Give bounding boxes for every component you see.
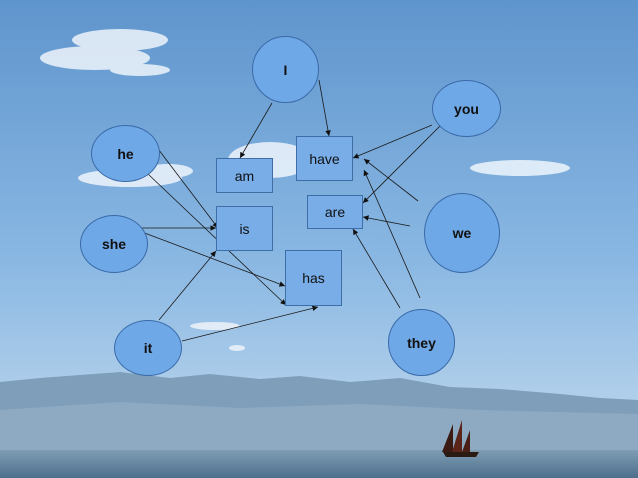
arrow-i-have — [318, 79, 331, 137]
verb-box-is: is — [216, 206, 273, 251]
subject-node-i: I — [252, 36, 319, 103]
verb-label-am: am — [234, 167, 255, 184]
arrow-you-have — [352, 124, 433, 159]
verb-box-has: has — [285, 250, 342, 306]
arrow-we-have — [363, 158, 419, 202]
verb-box-are: are — [307, 195, 363, 229]
verb-box-have: have — [296, 136, 353, 181]
verb-label-are: are — [324, 204, 346, 220]
subject-node-she: she — [80, 215, 148, 273]
subject-label-it: it — [143, 340, 153, 356]
subject-label-she: she — [101, 236, 127, 252]
arrow-she-has — [133, 228, 286, 287]
arrow-they-are — [352, 228, 401, 309]
subject-label-you: you — [454, 100, 479, 117]
subject-node-they: they — [388, 309, 455, 376]
arrow-it-is — [158, 250, 217, 321]
arrow-you-are — [362, 124, 442, 204]
subject-label-i: I — [283, 61, 288, 78]
sailboat-icon — [442, 420, 479, 457]
arrow-it-has — [181, 305, 319, 342]
subject-label-he: he — [117, 145, 134, 162]
subject-node-you: you — [432, 80, 501, 137]
verb-box-am: am — [216, 158, 273, 193]
arrow-they-have — [363, 169, 421, 299]
verb-label-have: have — [309, 150, 340, 167]
arrow-i-am — [239, 102, 273, 159]
subject-node-it: it — [114, 320, 182, 376]
subject-label-we: we — [452, 225, 472, 241]
verb-label-is: is — [239, 220, 250, 237]
subject-label-they: they — [407, 334, 436, 351]
verb-label-has: has — [302, 270, 325, 286]
sea-shape — [0, 450, 638, 478]
subject-node-we: we — [424, 193, 500, 273]
subject-node-he: he — [91, 125, 160, 182]
